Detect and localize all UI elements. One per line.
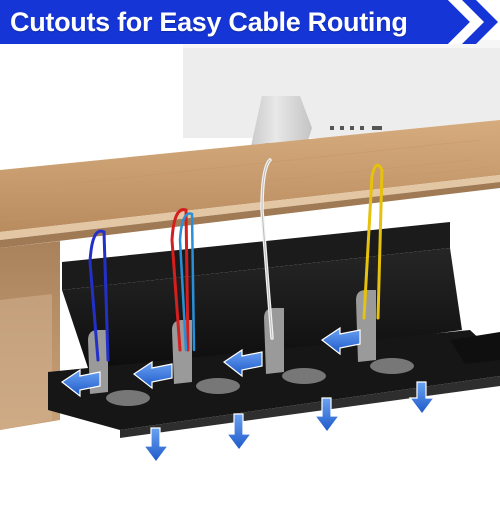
- cable-yellow: [362, 163, 384, 320]
- tray-bottom: [48, 330, 500, 430]
- arrow-down-2: [225, 413, 253, 451]
- banner-overlay: Cutouts for Easy Cable Routing: [0, 0, 500, 44]
- monitor-ports: [330, 126, 382, 130]
- cable-red: [170, 208, 190, 352]
- tray-cutouts: [88, 290, 376, 394]
- banner: [0, 0, 498, 44]
- arrow-down-1: [142, 427, 170, 463]
- cable-light-blue: [178, 212, 196, 352]
- right-arrow-banner-icon: [462, 0, 498, 44]
- banner-background: [0, 0, 470, 44]
- arrow-left-4: [320, 326, 361, 356]
- desk-edge: [0, 175, 500, 240]
- arrow-down-3: [313, 397, 341, 433]
- tray-front: [62, 248, 462, 380]
- cable-blue: [88, 229, 110, 362]
- tray-bottom-holes: [106, 358, 414, 406]
- desk: [0, 120, 500, 430]
- arrow-left-3: [222, 348, 263, 378]
- flow-arrows: [60, 326, 436, 463]
- cable-tray: [48, 222, 500, 438]
- arrow-left-2: [132, 360, 173, 390]
- arrow-down-4: [408, 381, 436, 415]
- cables: [88, 158, 384, 362]
- arrow-left-1: [60, 368, 101, 398]
- banner-title: Cutouts for Easy Cable Routing: [10, 7, 408, 37]
